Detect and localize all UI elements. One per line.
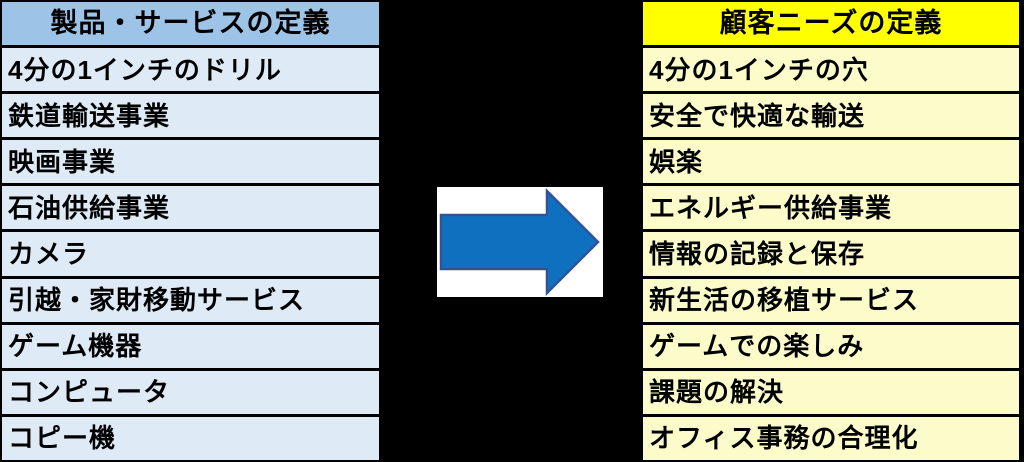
right-arrow-shape (439, 187, 600, 297)
table-row: 課題の解決 (643, 367, 1019, 414)
table-row: 鉄道輸送事業 (2, 91, 379, 138)
table-row: 情報の記録と保存 (643, 229, 1019, 276)
customer-needs-table-header: 顧客ニーズの定義 (643, 2, 1019, 46)
right-arrow-icon (439, 187, 600, 297)
customer-needs-table: 顧客ニーズの定義 4分の1インチの穴 安全で快適な輸送 娯楽 エネルギー供給事業… (641, 0, 1021, 462)
products-table-header: 製品・サービスの定義 (2, 2, 379, 46)
table-row: 安全で快適な輸送 (643, 91, 1019, 138)
table-row: 娯楽 (643, 137, 1019, 184)
table-row: 石油供給事業 (2, 183, 379, 230)
table-row: カメラ (2, 229, 379, 276)
table-row: 映画事業 (2, 137, 379, 184)
table-row: エネルギー供給事業 (643, 183, 1019, 230)
table-row: 4分の1インチの穴 (643, 45, 1019, 92)
table-row: ゲーム機器 (2, 321, 379, 368)
table-row: 引越・家財移動サービス (2, 275, 379, 322)
arrow-panel (437, 187, 603, 297)
table-row: コンピュータ (2, 367, 379, 414)
table-row: 新生活の移植サービス (643, 275, 1019, 322)
products-table: 製品・サービスの定義 4分の1インチのドリル 鉄道輸送事業 映画事業 石油供給事… (0, 0, 381, 462)
table-row: ゲームでの楽しみ (643, 321, 1019, 368)
table-row: コピー機 (2, 413, 379, 460)
table-row: 4分の1インチのドリル (2, 45, 379, 92)
table-row: オフィス事務の合理化 (643, 413, 1019, 460)
